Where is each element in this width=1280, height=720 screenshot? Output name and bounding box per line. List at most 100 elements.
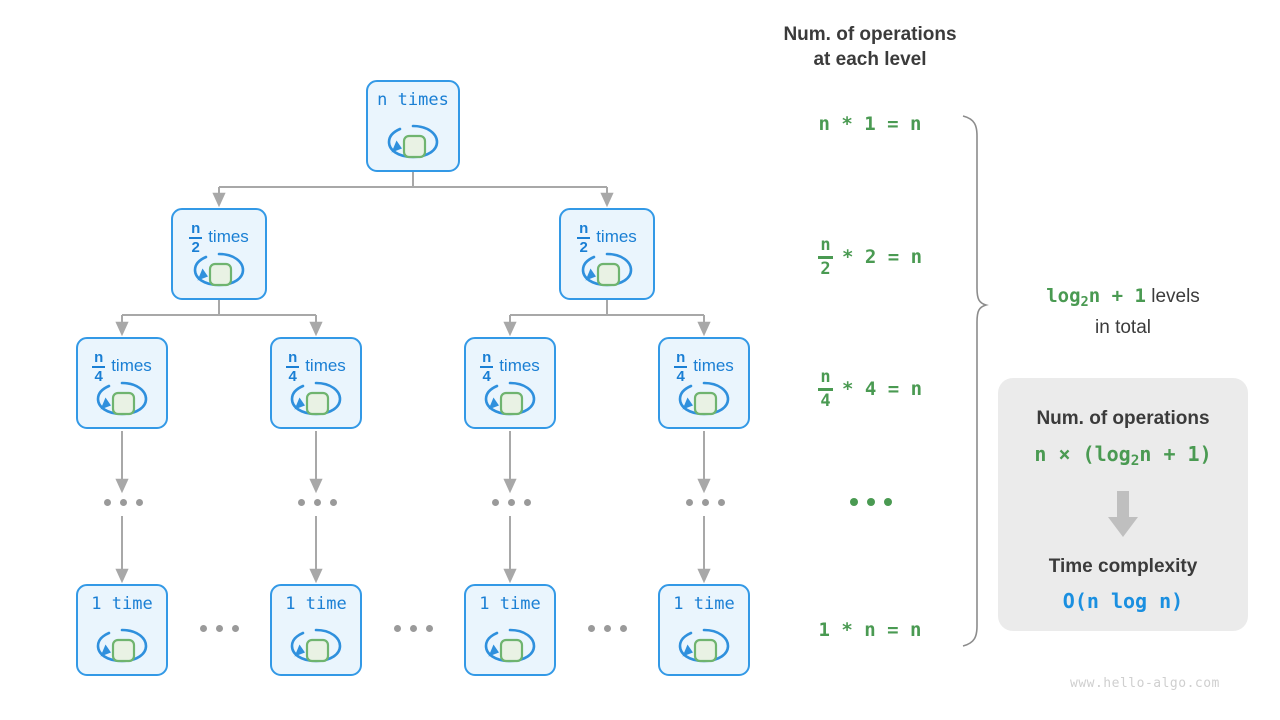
dot: [216, 625, 223, 632]
fraction-numerator: n: [191, 220, 201, 237]
node-suffix-text: times: [499, 356, 540, 375]
dot: [426, 625, 433, 632]
dot: [394, 625, 401, 632]
fraction-denominator: 4: [94, 368, 103, 385]
node-label: 1 time: [272, 594, 360, 614]
tree-node-l5n2: 1 time: [270, 584, 362, 676]
operations-equation-row5: 1 * n = n: [755, 619, 985, 641]
summary-panel: Num. of operations n × (log2n + 1) Time …: [998, 378, 1248, 631]
fraction-bar: [817, 256, 833, 259]
node-label: n times: [368, 90, 458, 110]
loop-arrow-icon: [387, 124, 439, 159]
node-loop: [272, 375, 360, 421]
operations-ellipsis: [850, 498, 892, 506]
dot: [867, 498, 875, 506]
fraction-numerator: n: [676, 349, 686, 366]
dot: [298, 499, 305, 506]
tree-ellipsis-vertical-3: [492, 499, 531, 506]
fraction-numerator: n: [820, 367, 831, 387]
node-suffix-text: times: [208, 227, 249, 246]
node-label: 1 time: [78, 594, 166, 614]
fraction-denominator: 2: [579, 239, 588, 256]
node-label: 1 time: [660, 594, 748, 614]
tree-node-l5n1: 1 time: [76, 584, 168, 676]
fraction-bar: [674, 366, 688, 368]
fraction-numerator: n: [482, 349, 492, 366]
equation-text: n * 1 = n: [818, 113, 922, 135]
tree-node-l5n4: 1 time: [658, 584, 750, 676]
dot: [104, 499, 111, 506]
panel-formula-time-complexity: O(n log n): [1062, 589, 1184, 613]
dot: [702, 499, 709, 506]
dot: [330, 499, 337, 506]
operations-column-header-line1: Num. of operations: [783, 24, 957, 45]
tree-ellipsis-vertical-1: [104, 499, 143, 506]
fraction-denominator: 4: [482, 368, 491, 385]
equation-rest: * 4 = n: [841, 378, 923, 401]
tree-ellipsis-horizontal-2: [394, 625, 433, 632]
dot: [120, 499, 127, 506]
dot: [604, 625, 611, 632]
dot: [508, 499, 515, 506]
node-text: 1 time: [91, 594, 153, 614]
node-text: 1 time: [285, 594, 347, 614]
dot: [136, 499, 143, 506]
fraction-bar: [189, 237, 203, 239]
fraction-numerator: n: [288, 349, 298, 366]
node-text: 1 time: [673, 594, 735, 614]
loop-arrow-icon: [96, 628, 148, 663]
dot: [314, 499, 321, 506]
tree-node-l1n1: n times: [366, 80, 460, 172]
node-loop: [78, 375, 166, 421]
levels-note: log2n + 1 levels in total: [1000, 283, 1246, 341]
watermark: www.hello-algo.com: [1070, 676, 1220, 691]
equation-rest: * 2 = n: [841, 246, 923, 269]
dot: [588, 625, 595, 632]
node-suffix-text: times: [693, 356, 734, 375]
equation-text: 1 * n = n: [818, 619, 922, 641]
operations-column-header-line2: at each level: [813, 49, 927, 70]
fraction-bar: [577, 237, 591, 239]
node-loop: [368, 118, 458, 164]
dot: [884, 498, 892, 506]
loop-arrow-icon: [581, 252, 633, 287]
loop-arrow-icon: [96, 381, 148, 416]
levels-line2: in total: [1095, 316, 1151, 338]
node-loop: [660, 622, 748, 668]
fraction-bar: [817, 388, 833, 391]
node-loop: [78, 622, 166, 668]
fraction-denominator: 2: [191, 239, 200, 256]
dot: [200, 625, 207, 632]
panel-title-operations: Num. of operations: [1036, 408, 1210, 429]
loop-arrow-icon: [290, 628, 342, 663]
fraction-denominator: 2: [820, 258, 831, 279]
levels-formula: log2n + 1: [1046, 285, 1146, 310]
loop-arrow-icon: [290, 381, 342, 416]
fraction-bar: [480, 366, 494, 368]
fraction-numerator: n: [820, 235, 831, 255]
fraction-denominator: 4: [820, 390, 831, 411]
tree-ellipsis-vertical-2: [298, 499, 337, 506]
node-loop: [466, 375, 554, 421]
node-loop: [173, 246, 265, 292]
dot: [686, 499, 693, 506]
node-loop: [561, 246, 653, 292]
